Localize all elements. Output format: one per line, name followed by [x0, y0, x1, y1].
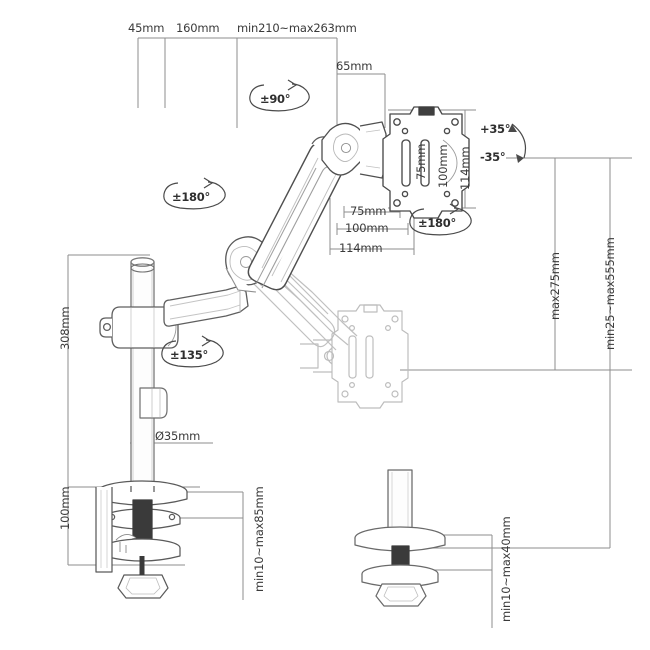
tilt-label-plus-35: +35° [480, 122, 511, 136]
desk-c-clamp [95, 480, 188, 599]
grommet-mount-detail [354, 469, 446, 607]
dim-label-vesa-100mm: 100mm [345, 221, 389, 235]
dim-label-45mm: 45mm [128, 21, 165, 35]
dim-label-vesa-100mm-vertical: 100mm [436, 144, 450, 188]
tilt-arrow-icon [508, 123, 527, 163]
dim-label-max275mm: max275mm [548, 252, 562, 320]
ghost-vesa-plate [300, 304, 409, 409]
dim-label-100mm: 100mm [58, 486, 72, 530]
cable-clip [139, 387, 168, 419]
rotation-arrow-icons [161, 79, 472, 368]
vesa-mounting-plate [382, 106, 470, 219]
tilt-label-minus-35: -35° [480, 150, 506, 164]
dim-label-vesa-75mm-vertical: 75mm [414, 143, 428, 180]
dim-label-308mm: 308mm [58, 306, 72, 350]
rotation-label-90: ±90° [260, 92, 291, 106]
tilt-head-joint [321, 121, 387, 179]
lower-arm-segment [163, 285, 249, 327]
dim-label-diameter-35mm: Ø35mm [155, 429, 201, 443]
dim-label-160mm: 160mm [176, 21, 220, 35]
rotation-label-135: ±135° [170, 348, 208, 362]
dim-label-min210-max263mm: min210~max263mm [237, 21, 357, 35]
rotation-label-180-upper: ±180° [172, 190, 210, 204]
dim-label-vesa-114mm: 114mm [339, 241, 383, 255]
dim-label-vesa-114mm-vertical: 114mm [458, 146, 472, 190]
rotation-label-180-right: ±180° [418, 216, 456, 230]
pole-cap [130, 263, 155, 273]
pole-collar-joint [99, 306, 179, 349]
dim-label-min25-max555mm: min25~max555mm [603, 237, 617, 350]
dim-label-min10-max40mm: min10~max40mm [499, 516, 513, 622]
dim-label-min10-max85mm: min10~max85mm [252, 486, 266, 592]
dim-label-vesa-75mm: 75mm [350, 204, 387, 218]
dim-label-65mm: 65mm [336, 59, 373, 73]
vertical-pole [130, 257, 155, 491]
